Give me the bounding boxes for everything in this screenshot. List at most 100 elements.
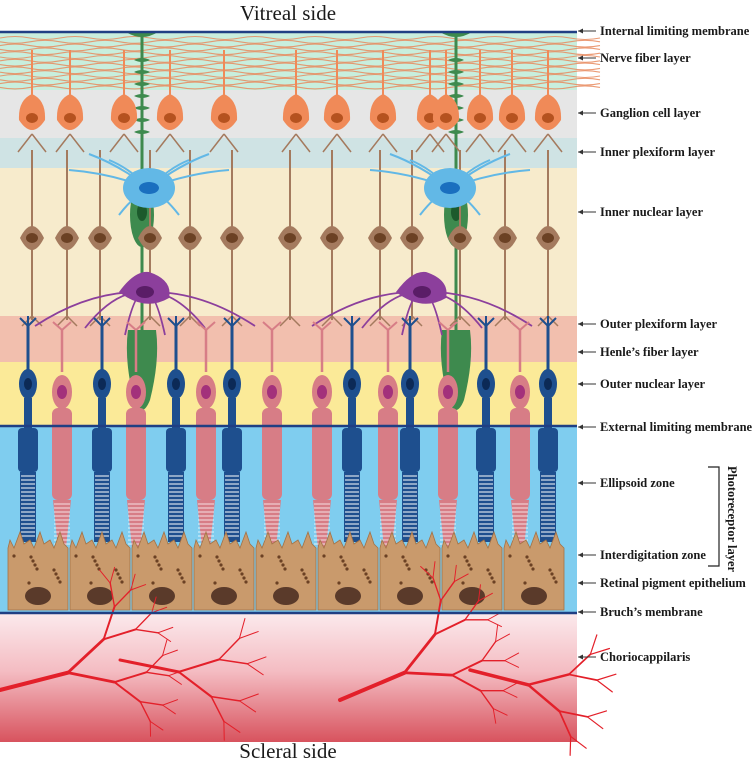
- rpe-melanin-granule: [31, 559, 35, 563]
- bipolar-nucleus: [326, 233, 338, 243]
- layer-label: Ganglion cell layer: [600, 106, 701, 120]
- ganglion-dendrite: [209, 133, 239, 153]
- ganglion-soma: [282, 94, 310, 130]
- rpe-melanin-granule: [550, 572, 554, 576]
- ganglion-cell: [533, 50, 563, 153]
- rod-photoreceptor: [166, 316, 186, 542]
- cone-nucleus: [317, 385, 327, 399]
- vessel-branch: [168, 675, 182, 685]
- rpe-melanin-granule: [337, 581, 341, 585]
- rpe-cell: [317, 530, 379, 611]
- cone-nucleus: [383, 385, 393, 399]
- muller-process: [448, 58, 464, 62]
- bipolar-cell: [536, 150, 560, 327]
- cone-inner-segment: [312, 408, 332, 500]
- rpe-melanin-granule: [213, 581, 217, 585]
- label-arrowhead: [578, 321, 583, 327]
- rod-photoreceptor: [538, 316, 558, 542]
- rpe-melanin-granule: [283, 567, 287, 571]
- rpe-melanin-granule: [368, 580, 372, 584]
- rod-synapse: [539, 316, 557, 327]
- vessel-branch: [162, 649, 178, 657]
- nerve-fiber: [0, 43, 601, 48]
- rpe-nucleus: [87, 587, 113, 605]
- vessel-branch: [495, 624, 499, 643]
- rpe-cell: [503, 530, 565, 611]
- rpe-melanin-granule: [182, 580, 186, 584]
- vessel-branch: [433, 599, 442, 636]
- amacrine-cell: [369, 153, 531, 216]
- rpe-cell: [441, 530, 503, 611]
- ganglion-dendrite: [431, 133, 461, 153]
- rod-nucleus: [98, 378, 106, 390]
- rpe-melanin-granule: [159, 567, 163, 571]
- vessel-branch: [432, 577, 442, 602]
- rpe-nucleus: [273, 587, 299, 605]
- vessel-branch: [526, 683, 561, 713]
- rpe-melanin-granule: [345, 567, 349, 571]
- ganglion-cell: [322, 50, 352, 153]
- bipolar-cell: [278, 150, 302, 327]
- ganglion-dendrite: [497, 133, 527, 153]
- ganglion-dendrite: [281, 133, 311, 153]
- ganglion-nucleus: [64, 113, 76, 123]
- vessel-branch: [468, 668, 530, 687]
- muller-process: [448, 70, 464, 74]
- rod-nucleus: [228, 378, 236, 390]
- vessel-branch: [596, 679, 613, 693]
- muller-process: [134, 106, 150, 110]
- muller-process: [448, 130, 464, 134]
- layer-label: Choriocappilaris: [600, 650, 690, 664]
- rod-synapse: [223, 316, 241, 327]
- layer-label: Outer plexiform layer: [600, 317, 718, 331]
- label-arrowhead: [578, 654, 583, 660]
- vessel-branch: [440, 580, 456, 602]
- rod-nucleus: [24, 378, 32, 390]
- rpe-melanin-granule: [304, 576, 308, 580]
- rpe-melanin-granule: [221, 567, 225, 571]
- vessel-branch: [558, 710, 589, 718]
- horizontal-nucleus: [136, 286, 154, 298]
- ganglion-dendrite: [368, 133, 398, 153]
- nerve-fiber: [0, 85, 601, 90]
- vessel-branch: [223, 720, 241, 733]
- cone-inner-segment: [126, 408, 146, 500]
- rpe-melanin-granule: [93, 559, 97, 563]
- cone-photoreceptor: [52, 321, 72, 548]
- nerve-fiber: [0, 47, 601, 52]
- label-arrowhead: [578, 480, 583, 486]
- bipolar-nucleus: [406, 233, 418, 243]
- nerve-fiber: [0, 54, 601, 60]
- rod-photoreceptor: [400, 316, 420, 542]
- vessel-branch: [239, 700, 257, 713]
- vessel-branch: [177, 658, 220, 673]
- nerve-fiber: [0, 77, 601, 82]
- vessel-branch: [567, 653, 592, 676]
- ganglion-cell: [465, 50, 495, 153]
- amacrine-nucleus: [440, 182, 460, 194]
- ganglion-soma: [110, 94, 138, 130]
- ganglion-nucleus: [506, 113, 518, 123]
- vessel-branch: [403, 632, 437, 675]
- nerve-fiber: [0, 70, 601, 75]
- rpe-melanin-granule: [95, 563, 99, 567]
- cone-synapse: [438, 321, 458, 331]
- rod-synapse: [93, 316, 111, 327]
- ganglion-nucleus: [377, 113, 389, 123]
- vessel-branch: [526, 673, 571, 687]
- ganglion-nucleus: [474, 113, 486, 123]
- cone-photoreceptor: [196, 321, 216, 548]
- label-arrowhead: [578, 552, 583, 558]
- horizontal-cell: [34, 271, 256, 336]
- rod-synapse: [19, 316, 37, 327]
- amacrine-nucleus: [139, 182, 159, 194]
- rpe-melanin-granule: [35, 567, 39, 571]
- ganglion-cell: [17, 50, 47, 153]
- cone-nucleus: [201, 385, 211, 399]
- rpe-melanin-granule: [343, 563, 347, 567]
- muller-process: [134, 82, 150, 86]
- nerve-fibers: [0, 35, 601, 90]
- cone-synapse: [196, 321, 216, 331]
- vessel-branch: [218, 658, 248, 665]
- rpe-melanin-granule: [56, 576, 60, 580]
